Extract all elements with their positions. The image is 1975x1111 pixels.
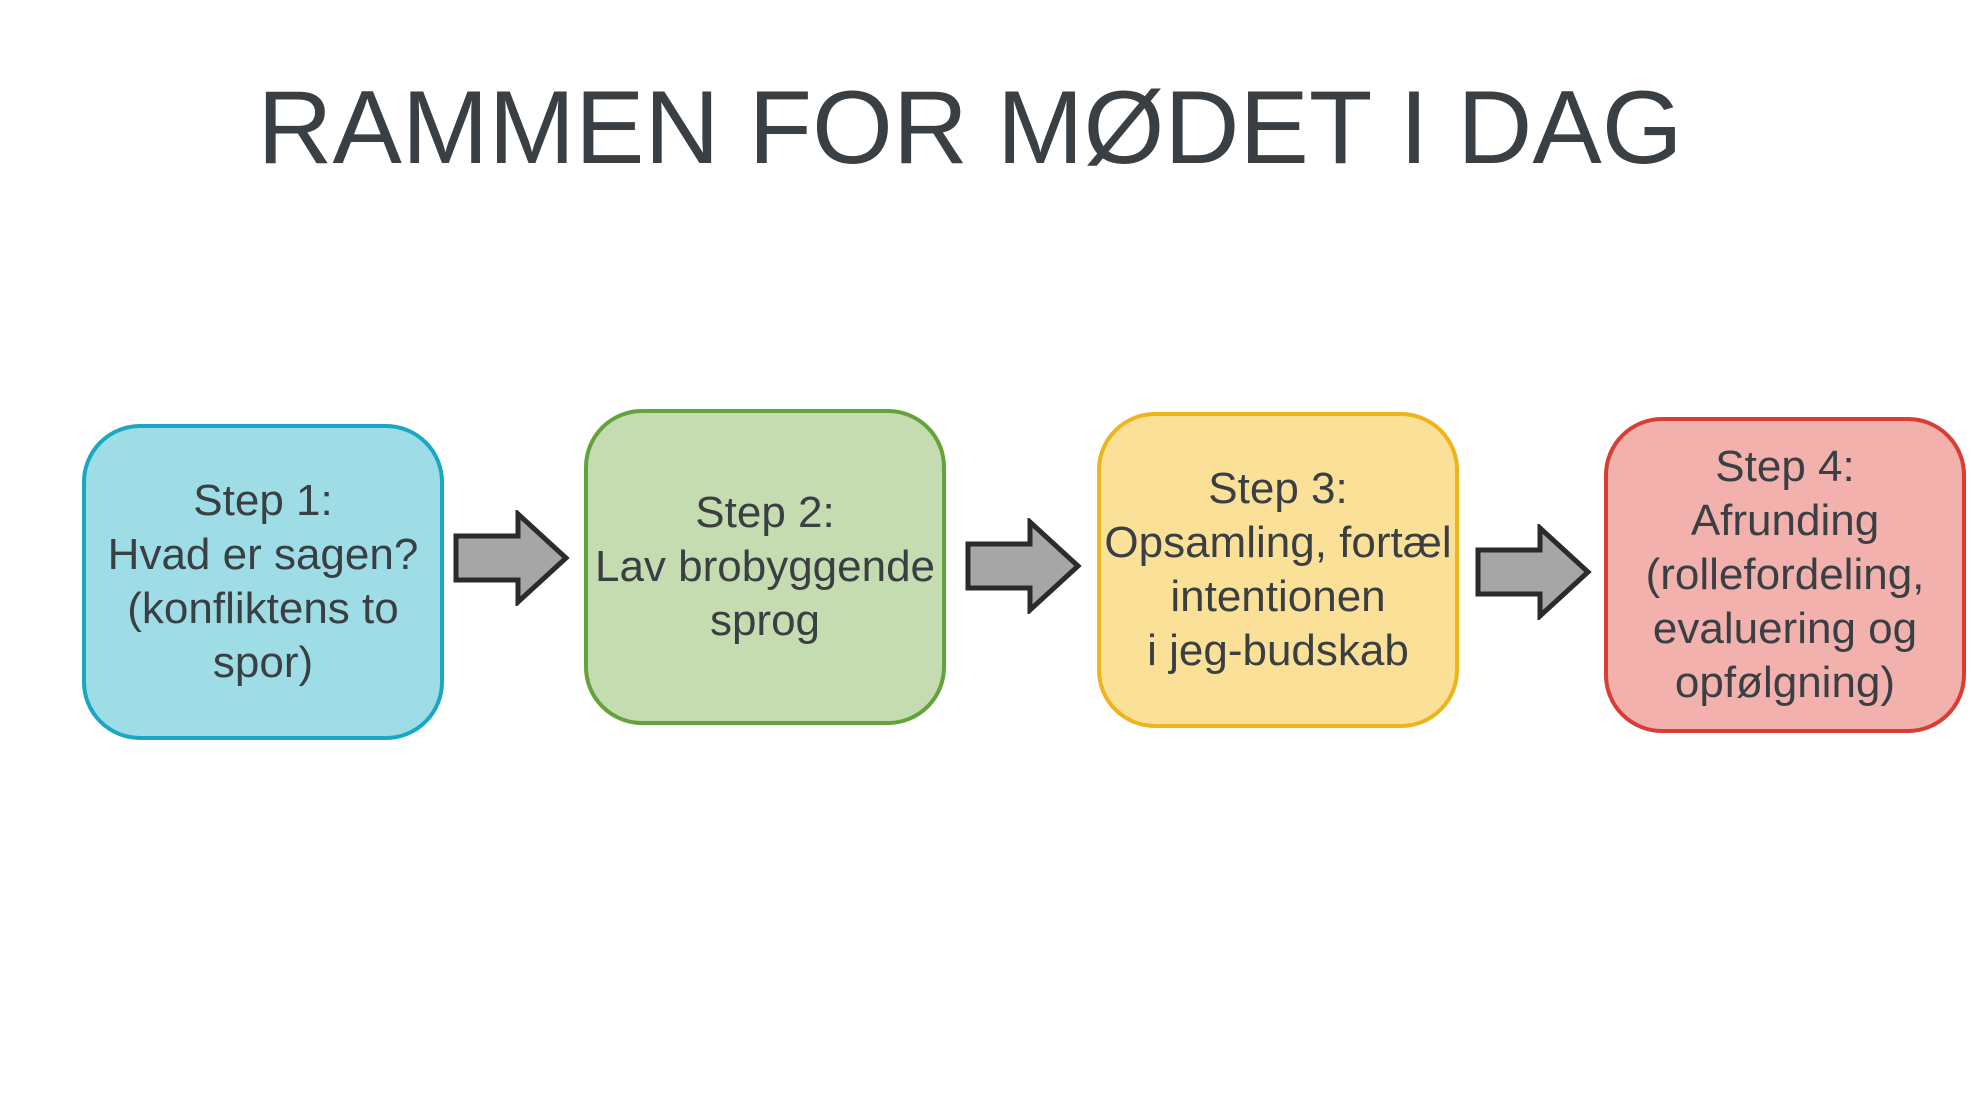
step-2-box: Step 2: Lav brobyggende sprog bbox=[584, 409, 946, 725]
step-4-box: Step 4: Afrunding (rollefordeling, evalu… bbox=[1604, 417, 1966, 733]
step-1-text-line-2: (konfliktens to bbox=[127, 584, 399, 633]
step-2-text-line-2: sprog bbox=[709, 596, 821, 645]
step-4-text-line-2: (rollefordeling, bbox=[1645, 550, 1925, 599]
step-3-label: Step 3: bbox=[1208, 464, 1348, 513]
right-arrow-icon bbox=[453, 510, 570, 606]
step-3-text-line-3: i jeg-budskab bbox=[1147, 626, 1409, 675]
step-1-label: Step 1: bbox=[193, 476, 333, 525]
step-1-text-line-1: Hvad er sagen? bbox=[107, 530, 419, 579]
page-title: RAMMEN FOR MØDET I DAG bbox=[257, 70, 1683, 186]
step-4-label: Step 4: bbox=[1715, 442, 1855, 491]
step-3-text-line-1: Opsamling, fortæl bbox=[1104, 518, 1452, 567]
step-4-text-line-4: opfølgning) bbox=[1674, 658, 1896, 707]
step-1-box: Step 1: Hvad er sagen? (konfliktens to s… bbox=[82, 424, 444, 740]
step-2-label: Step 2: bbox=[695, 488, 835, 537]
step-4-text-line-3: evaluering og bbox=[1652, 604, 1918, 653]
step-1-text-line-3: spor) bbox=[212, 638, 314, 687]
step-4-text-line-1: Afrunding bbox=[1690, 496, 1880, 545]
step-3-box: Step 3: Opsamling, fortæl intentionen i … bbox=[1097, 412, 1459, 728]
right-arrow-icon bbox=[965, 518, 1082, 614]
step-3-text-line-2: intentionen bbox=[1170, 572, 1386, 621]
right-arrow-icon bbox=[1475, 524, 1592, 620]
step-2-text-line-1: Lav brobyggende bbox=[594, 542, 936, 591]
